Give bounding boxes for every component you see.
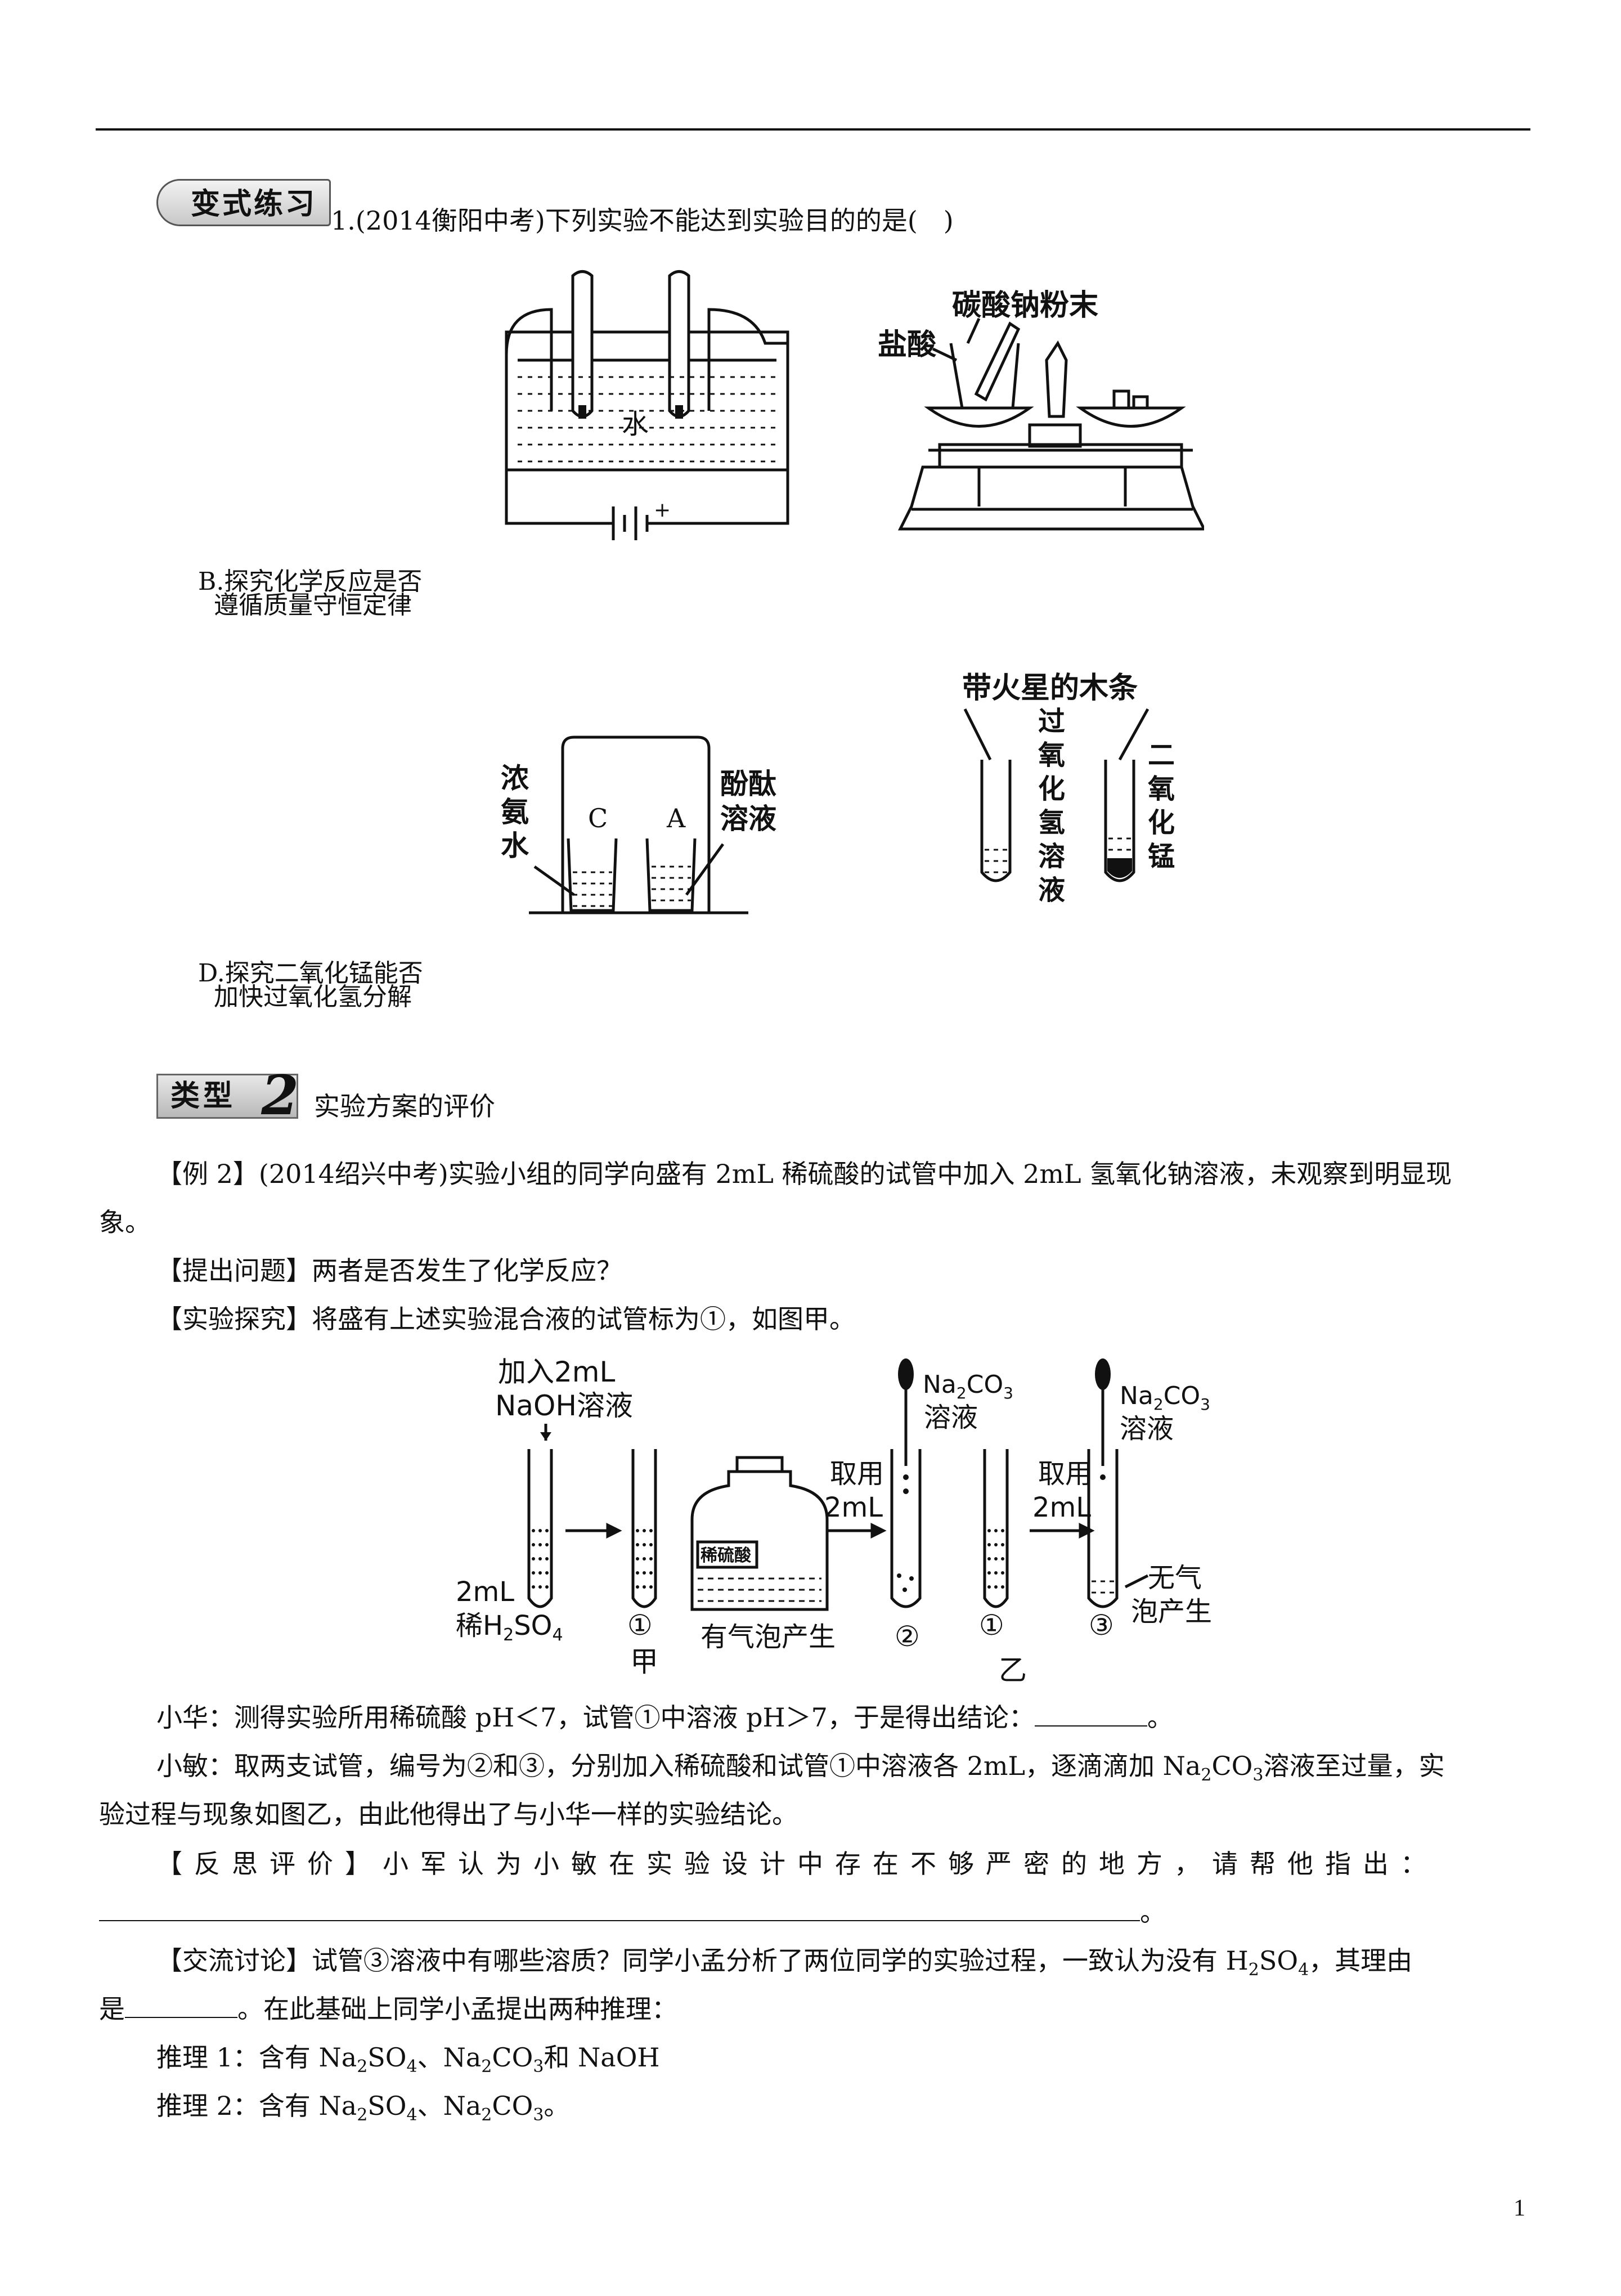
powder-label: 碳酸钠粉末: [952, 289, 1098, 322]
na2co3-label-1: Na2CO3: [923, 1370, 1013, 1402]
phenol-line2: 溶液: [720, 802, 776, 835]
minus-sign: —: [590, 511, 610, 534]
reflect-line: 【反思评价】小军认为小敏在实验设计中存在不够严密的地方，请帮他指出：: [156, 1849, 1438, 1879]
question-prompt: 【提出问题】两者是否发生了化学反应？: [156, 1255, 622, 1286]
xiaomin-line1: 小敏：取两支试管，编号为②和③，分别加入稀硫酸和试管①中溶液各 2mL，逐滴滴加…: [156, 1751, 1445, 1786]
exercise-badge: 变式练习: [156, 179, 331, 226]
answer-blank-3[interactable]: [125, 1991, 237, 2018]
splint-label: 带火星的木条: [962, 671, 1138, 705]
bubble-label: 有气泡产生: [701, 1621, 836, 1653]
take-label-3: 取用: [1038, 1458, 1092, 1490]
h2o2-char-6: 液: [1038, 875, 1065, 906]
caption-b-line1: B.探究化学反应是否: [198, 567, 423, 596]
question-1: 1.(2014衡阳中考)下列实验不能达到实验目的的是( ): [331, 205, 954, 236]
xiaomin-line2: 验过程与现象如图乙，由此他得出了与小华一样的实验结论。: [99, 1799, 798, 1829]
caption-b-line2: 遵循质量守恒定律: [214, 591, 412, 620]
mno2-char-1: 二: [1148, 739, 1175, 771]
answer-blank-1[interactable]: [1034, 1699, 1147, 1727]
discuss-line1: 【交流讨论】试管③溶液中有哪些溶质？同学小孟分析了两位同学的实验过程，一致认为没…: [156, 1945, 1413, 1980]
bottle-label: 稀硫酸: [701, 1546, 752, 1566]
mno2-char-2: 氧: [1148, 773, 1175, 805]
type-badge: 类型 2: [156, 1068, 299, 1124]
figure-mno2-catalysis: 带火星的木条 过 氧 化 氢 溶 液 二 氧 化 锰: [962, 671, 1175, 906]
h2o2-char-5: 溶: [1038, 841, 1065, 872]
acid-label: 稀H2SO4: [456, 1610, 563, 1645]
section-title: 实验方案的评价: [314, 1091, 495, 1122]
inference-1: 推理 1：含有 Na2SO4、Na2CO3和 NaOH: [156, 2042, 660, 2077]
figure-balance: 碳酸钠粉末 盐酸: [878, 289, 1204, 531]
tube-2-label: ②: [895, 1620, 920, 1653]
figure-electrolysis: 水 — +: [505, 270, 789, 540]
take-label-1: 取用: [830, 1458, 884, 1490]
tube-3-label: ③: [1089, 1609, 1114, 1642]
discuss-line2: 是。在此基础上同学小孟提出两种推理：: [99, 1991, 677, 2027]
tube-1-label: ①: [627, 1609, 653, 1642]
mno2-char-3: 化: [1148, 807, 1175, 838]
add-label-2: NaOH溶液: [495, 1389, 633, 1422]
vol-label: 2mL: [456, 1576, 514, 1608]
ammonia-char-3: 水: [501, 829, 529, 862]
tube-1b-label: ①: [979, 1609, 1004, 1642]
example-line2: 象。: [99, 1207, 151, 1237]
caption-jia: 甲: [630, 1645, 658, 1678]
caption-d-line1: D.探究二氧化锰能否: [198, 959, 423, 988]
header-rule: [96, 128, 1530, 131]
ammonia-char-2: 氨: [501, 796, 529, 828]
xiaohua-line: 小华：测得实验所用稀硫酸 pH＜7，试管①中溶液 pH＞7，于是得出结论：。: [156, 1699, 1173, 1736]
example-line1: 【例 2】(2014绍兴中考)实验小组的同学向盛有 2mL 稀硫酸的试管中加入 …: [156, 1159, 1452, 1189]
answer-blank-2[interactable]: [99, 1894, 1140, 1921]
no-gas-label-1: 无气: [1148, 1562, 1202, 1594]
page-number: 1: [1514, 2195, 1525, 2221]
solution-label-1: 溶液: [924, 1402, 978, 1433]
acid-label: 盐酸: [878, 328, 937, 362]
take-label-2: 2mL: [824, 1492, 883, 1523]
explore-prompt: 【实验探究】将盛有上述实验混合液的试管标为①，如图甲。: [156, 1304, 855, 1334]
caption-d-line2: 加快过氧化氢分解: [214, 983, 412, 1011]
type-number: 2: [261, 1064, 302, 1127]
caption-yi: 乙: [999, 1654, 1027, 1687]
na2co3-label-2: Na2CO3: [1120, 1382, 1210, 1414]
beaker-a-label: A: [666, 803, 686, 833]
ammonia-char-1: 浓: [501, 762, 529, 795]
reflect-answer-line: 。: [99, 1894, 1166, 1930]
phenol-line1: 酚酞: [720, 768, 776, 800]
h2o2-char-4: 氢: [1038, 807, 1065, 838]
plus-sign: +: [654, 499, 671, 522]
mno2-char-4: 锰: [1148, 841, 1175, 872]
water-label: 水: [622, 409, 649, 440]
take-label-4: 2mL: [1032, 1492, 1091, 1523]
h2o2-char-1: 过: [1038, 706, 1065, 737]
solution-label-2: 溶液: [1120, 1413, 1174, 1445]
h2o2-char-2: 氧: [1038, 739, 1065, 771]
figure-ammonia-diffusion: 浓 氨 水 C A 酚酞 溶液: [501, 736, 776, 914]
figure-jia-yi: 加入2mL NaOH溶液 2mL 稀H2SO4 ① 甲 稀硫酸 取用 2mL: [456, 1356, 1212, 1687]
h2o2-char-3: 化: [1038, 773, 1065, 805]
inference-2: 推理 2：含有 Na2SO4、Na2CO3。: [156, 2091, 570, 2125]
add-label-1: 加入2mL: [498, 1356, 616, 1388]
beaker-c-label: C: [588, 803, 608, 833]
no-gas-label-2: 泡产生: [1131, 1596, 1212, 1627]
